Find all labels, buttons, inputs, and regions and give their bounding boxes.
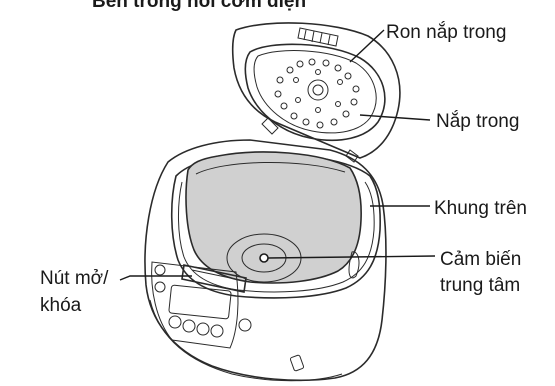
label-cam-bien-line2: trung tâm	[440, 275, 520, 296]
label-nut-mo-khoa-line2: khóa	[40, 295, 82, 316]
diagram-title: Bên trong nồi cơm điện	[92, 0, 306, 12]
steam-vent	[290, 355, 304, 372]
label-nap-trong: Nắp trong	[436, 110, 519, 132]
label-nut-mo-khoa-line1: Nút mở/	[40, 268, 109, 289]
inner-lid-holes	[275, 59, 359, 128]
label-khung-tren: Khung trên	[434, 198, 527, 219]
inner-pot	[186, 152, 361, 283]
label-ron-nap-trong: Ron nắp trong	[386, 21, 506, 43]
label-cam-bien-line1: Cảm biến	[440, 249, 521, 270]
